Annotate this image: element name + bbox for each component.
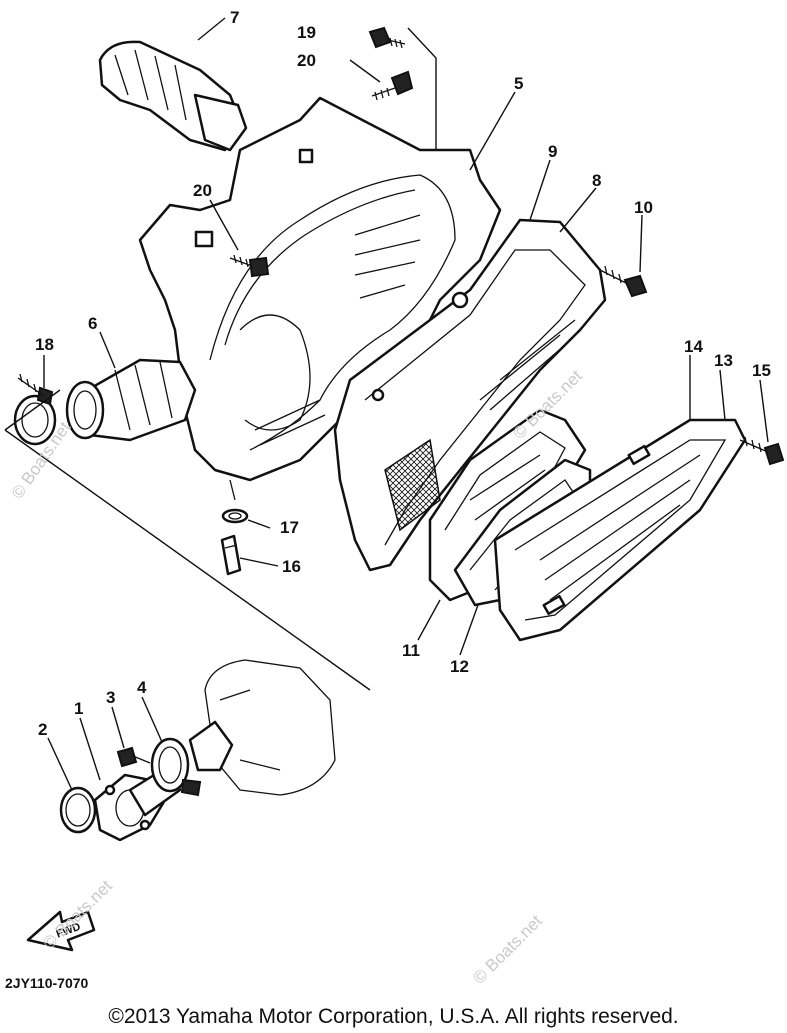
callout-10: 10 <box>634 198 653 217</box>
screw-part-20-mid <box>229 254 270 278</box>
watermark-bottom-left: © Boats.net <box>39 876 116 953</box>
callout-17: 17 <box>280 518 299 537</box>
gasket-ring-part-2 <box>59 786 97 834</box>
callout-8: 8 <box>592 171 601 190</box>
drain-plug-part-17 <box>221 508 249 524</box>
screw-part-10 <box>599 265 648 298</box>
callout-14: 14 <box>684 337 703 356</box>
callout-4: 4 <box>137 678 147 697</box>
callout-2: 2 <box>38 720 47 739</box>
callout-16: 16 <box>282 557 301 576</box>
callout-5: 5 <box>514 74 523 93</box>
fwd-arrow-icon: FWD <box>26 910 96 952</box>
callout-11: 11 <box>402 641 420 660</box>
callout-20-mid: 20 <box>193 181 212 200</box>
callout-15: 15 <box>752 361 771 380</box>
watermark-bottom-right: © Boats.net <box>469 911 546 988</box>
copyright-notice: ©2013 Yamaha Motor Corporation, U.S.A. A… <box>108 1005 679 1028</box>
callout-12: 12 <box>450 657 469 676</box>
leader-lines <box>43 17 769 791</box>
callout-13: 13 <box>714 351 733 370</box>
screw-part-15 <box>739 436 785 466</box>
air-cleaner-joint-part-6 <box>65 358 197 442</box>
callout-7: 7 <box>230 8 239 27</box>
screw-part-20-top <box>371 70 414 101</box>
callout-6: 6 <box>88 314 97 333</box>
callout-labels: 7 19 20 5 9 8 10 20 6 18 14 13 15 17 16 … <box>35 8 771 739</box>
air-box-case-part-5 <box>138 96 502 501</box>
callout-3: 3 <box>106 688 115 707</box>
bolt-part-3 <box>116 746 151 768</box>
diagram-code: 2JY110-7070 <box>5 975 89 991</box>
callout-9: 9 <box>548 142 557 161</box>
parts-diagram: 7 19 20 5 9 8 10 20 6 18 14 13 15 17 16 … <box>4 8 785 991</box>
drain-pipe-part-16 <box>220 534 242 576</box>
callout-19: 19 <box>297 23 316 42</box>
screw-part-19 <box>368 26 406 49</box>
callout-20-top: 20 <box>297 51 316 70</box>
intake-duct-part-7 <box>98 40 248 152</box>
filter-element-part-14 <box>493 418 747 642</box>
callout-1: 1 <box>74 699 83 718</box>
engine-outline <box>188 659 336 796</box>
clamp-part-18 <box>13 373 57 446</box>
clamp-part-4 <box>150 737 202 797</box>
air-box-cover-part-9 <box>333 218 607 572</box>
callout-18: 18 <box>35 335 54 354</box>
